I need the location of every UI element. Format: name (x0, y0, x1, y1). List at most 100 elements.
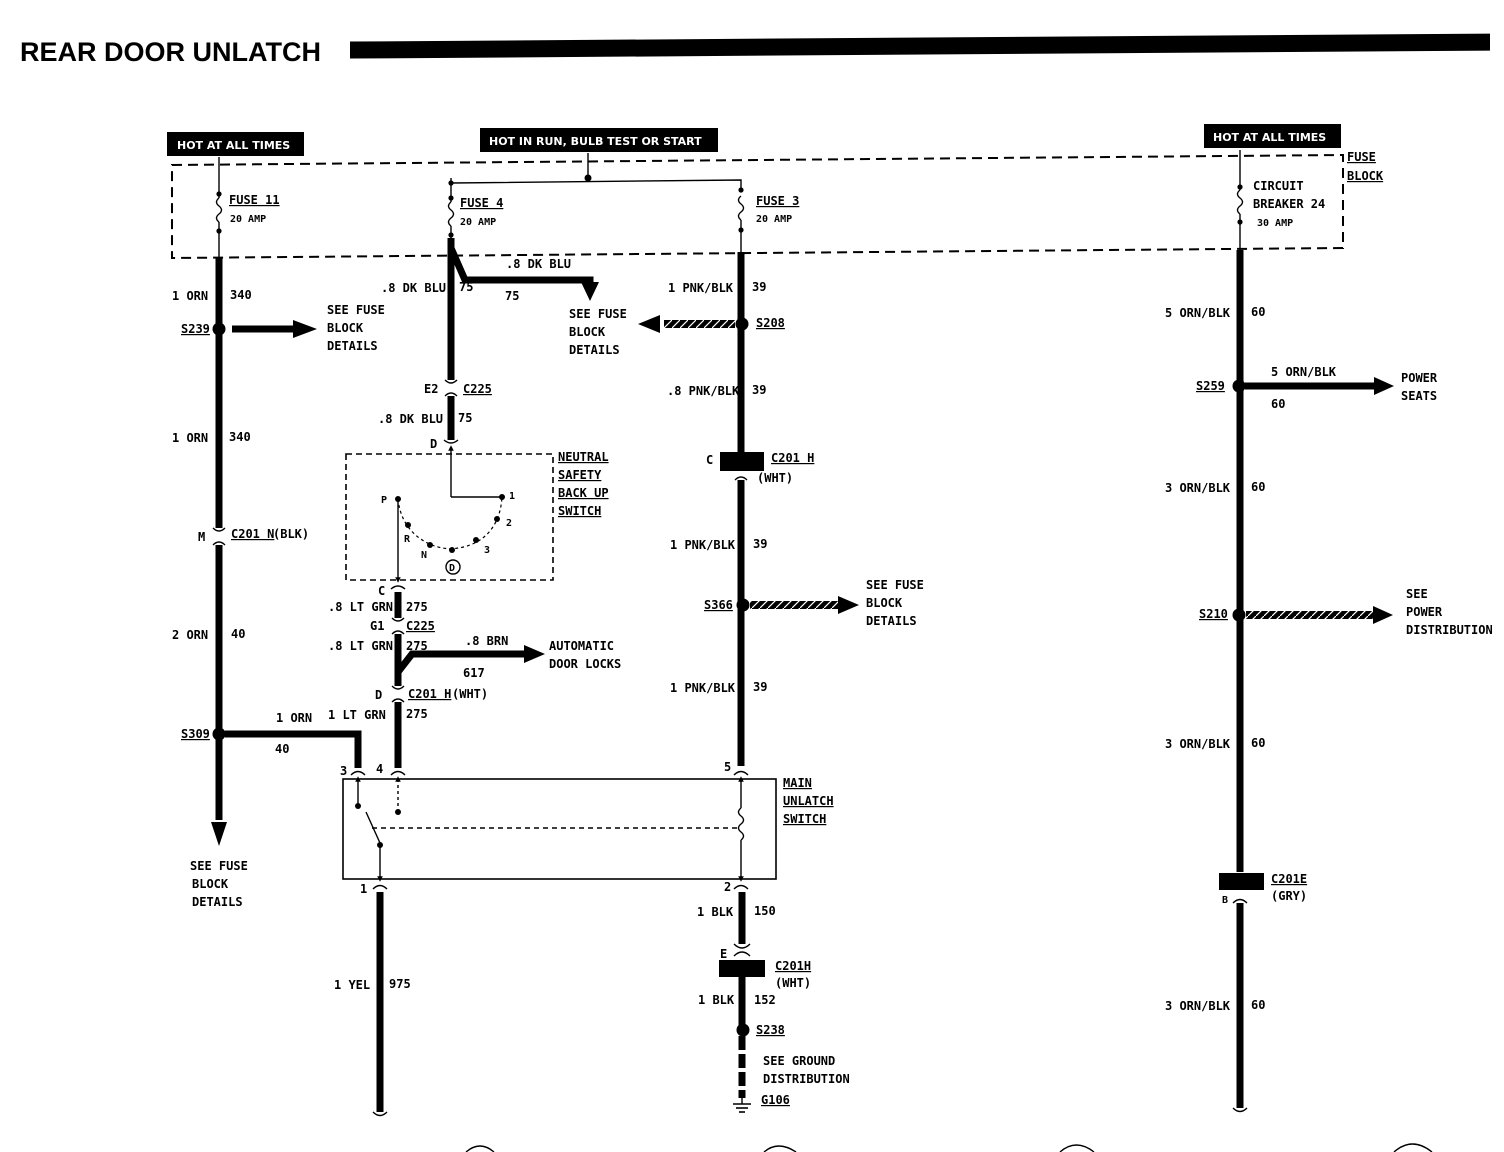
main-unlatch-switch (342, 770, 777, 882)
wire-40a-circuit: 40 (231, 627, 245, 641)
circuit-975 (372, 884, 388, 1117)
c201h-e-pin: E (720, 947, 727, 961)
ref-fuse-block-1: SEE FUSE (327, 303, 385, 317)
ref-fuse-block-4c: DETAILS (866, 614, 917, 628)
svg-text:20 AMP: 20 AMP (460, 217, 496, 228)
c225a-pin: E2 (424, 382, 438, 396)
wire-75b-size: .8 DK BLU (506, 257, 571, 271)
ref-fuse-block-3c: DETAILS (569, 343, 620, 357)
circuit-340 (211, 258, 362, 846)
wire-60b-circuit: 60 (1271, 397, 1285, 411)
ref-fuse-block-1c: DETAILS (327, 339, 378, 353)
svg-text:FUSE 11: FUSE 11 (229, 193, 280, 207)
ref-auto-locks-2: DOOR LOCKS (549, 657, 621, 671)
wire-275b-circuit: 275 (406, 639, 428, 653)
wire-39b-circuit: 39 (752, 383, 766, 397)
nsbu-pos-r: R (404, 534, 411, 545)
svg-text:FUSE 3: FUSE 3 (756, 194, 799, 208)
wire-152-size: 1 BLK (698, 993, 735, 1007)
run-bus (450, 178, 742, 190)
wire-60e-circuit: 60 (1251, 998, 1265, 1012)
ref-power-dist-3: DISTRIBUTION (1406, 623, 1493, 637)
wire-75c-circuit: 75 (458, 411, 472, 425)
splice-s366: S366 (704, 598, 733, 612)
wire-60d-size: 3 ORN/BLK (1165, 737, 1231, 751)
c201h-d-label: C201 H (408, 687, 451, 701)
ref-fuse-block-4b: BLOCK (866, 596, 903, 610)
switch-pin-1: 1 (360, 882, 367, 896)
nsbu-pin-top: D (430, 437, 437, 451)
wire-975-circuit: 975 (389, 977, 411, 991)
ref-fuse-block-4: SEE FUSE (866, 578, 924, 592)
c201e-pin: B (1222, 895, 1228, 906)
wire-60a-size: 5 ORN/BLK (1165, 306, 1231, 320)
nsbu-title-2: SAFETY (558, 468, 602, 482)
wire-39d-size: 1 PNK/BLK (670, 681, 736, 695)
wire-275a-size: .8 LT GRN (328, 600, 393, 614)
svg-text:BREAKER 24: BREAKER 24 (1253, 197, 1325, 211)
c201h-d-color: (WHT) (452, 687, 488, 701)
wire-340a-size: 1 ORN (172, 289, 208, 303)
wire-40b-circuit: 40 (275, 742, 289, 756)
nsbu-pos-2: 2 (506, 518, 512, 529)
wire-275a-circuit: 275 (406, 600, 428, 614)
wire-340b-circuit: 340 (229, 430, 251, 444)
ref-power-dist-2: POWER (1406, 605, 1443, 619)
circuit-breaker-24: CIRCUIT BREAKER 24 30 AMP (1236, 150, 1325, 250)
ref-auto-locks-1: AUTOMATIC (549, 639, 614, 653)
fuse-block-outline (171, 153, 1344, 260)
circuit-75 (443, 238, 599, 444)
wire-39a-size: 1 PNK/BLK (668, 281, 734, 295)
badge-hot-run: HOT IN RUN, BULB TEST OR START (480, 128, 718, 152)
wire-75c-size: .8 DK BLU (378, 412, 443, 426)
wire-39a-circuit: 39 (752, 280, 766, 294)
svg-text:30 AMP: 30 AMP (1257, 218, 1293, 229)
wire-60a-circuit: 60 (1251, 305, 1265, 319)
wire-617-size: .8 BRN (465, 634, 508, 648)
circuit-ground (719, 884, 765, 1113)
page-title: REAR DOOR UNLATCH (20, 37, 321, 67)
badge-hot-all-left: HOT AT ALL TIMES (167, 132, 304, 156)
nsbu-pos-p: P (381, 495, 387, 506)
fuse-4: FUSE 4 20 AMP (447, 183, 503, 238)
splice-s210: S210 (1199, 607, 1228, 621)
nsbu-title-4: SWITCH (558, 504, 601, 518)
wire-40b-size: 1 ORN (276, 711, 312, 725)
svg-text:HOT AT ALL TIMES: HOT AT ALL TIMES (177, 139, 290, 152)
nsbu-pin-bottom: C (378, 584, 385, 598)
c201e-label: C201E (1271, 872, 1307, 886)
c225b-label: C225 (406, 619, 435, 633)
c201n-label: C201 N (231, 527, 274, 541)
c201h-e-label: C201H (775, 959, 811, 973)
wire-152-circuit: 152 (754, 993, 776, 1007)
title-bar (350, 33, 1490, 59)
c201h-e-color: (WHT) (775, 976, 811, 990)
nsbu-pos-3: 3 (484, 545, 490, 556)
svg-text:20 AMP: 20 AMP (756, 214, 792, 225)
ref-power-dist-1: SEE (1406, 587, 1428, 601)
ref-fuse-block-3b: BLOCK (569, 325, 606, 339)
ref-power-seats-1: POWER (1401, 371, 1438, 385)
ref-power-seats-2: SEATS (1401, 389, 1437, 403)
c225b-pin: G1 (370, 619, 384, 633)
wire-340b-size: 1 ORN (172, 431, 208, 445)
ref-fuse-block-2b: BLOCK (192, 877, 229, 891)
svg-text:CIRCUIT: CIRCUIT (1253, 179, 1304, 193)
nsbu-title-1: NEUTRAL (558, 450, 609, 464)
page-edge-marks (465, 1143, 1433, 1152)
splice-s259: S259 (1196, 379, 1225, 393)
switch-title-3: SWITCH (783, 812, 826, 826)
wire-275c-circuit: 275 (406, 707, 428, 721)
svg-text:FUSE 4: FUSE 4 (460, 196, 503, 210)
circuit-39 (638, 252, 859, 766)
c201n-pin: M (198, 530, 205, 544)
circuit-275 (390, 585, 545, 768)
splice-s239: S239 (181, 322, 210, 336)
wire-150-circuit: 150 (754, 904, 776, 918)
c225a-label: C225 (463, 382, 492, 396)
wire-39c-size: 1 PNK/BLK (670, 538, 736, 552)
c201n-color: (BLK) (273, 527, 309, 541)
splice-s309: S309 (181, 727, 210, 741)
wire-75a-circuit: 75 (459, 280, 473, 294)
fuse-11: FUSE 11 20 AMP (215, 157, 280, 258)
